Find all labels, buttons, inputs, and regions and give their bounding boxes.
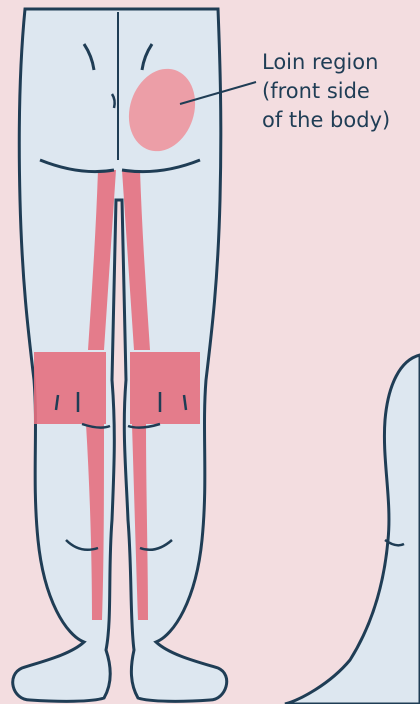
callout-line-1: Loin region [262,48,420,77]
left-knee-pain-band [34,352,106,424]
side-arm-shape [285,355,420,704]
right-knee-pain-band [130,352,200,424]
callout-line-2: (front side [262,77,420,106]
loin-region-callout: Loin region (front side of the body) [262,48,420,135]
callout-line-3: of the body) [262,106,420,135]
